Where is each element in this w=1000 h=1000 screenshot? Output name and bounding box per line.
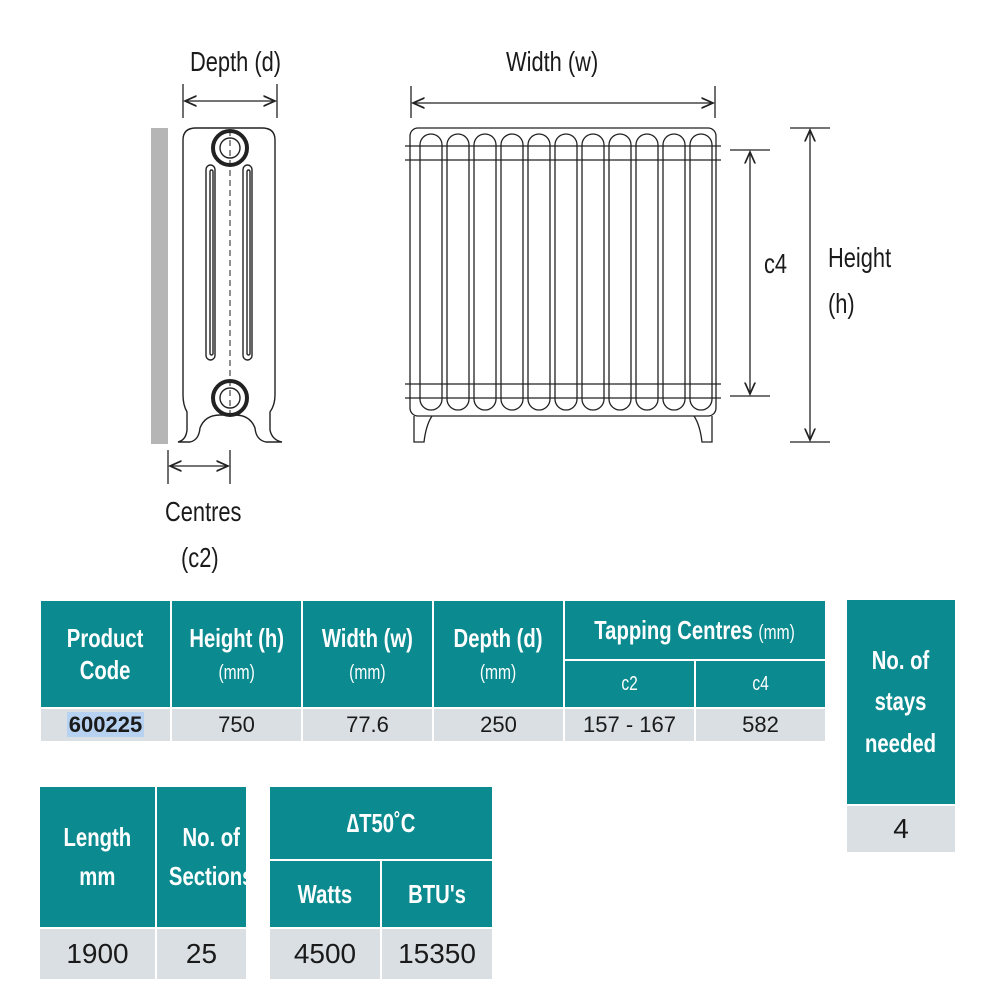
- header-height: Height (h)(mm): [170, 599, 303, 709]
- cell-btu: 15350: [380, 927, 494, 981]
- cell-height: 750: [170, 707, 303, 743]
- header-c4: c4: [693, 659, 828, 709]
- dimension-lines: [167, 84, 830, 484]
- cell-c4: 582: [693, 707, 828, 743]
- centres-sub-label: (c2): [181, 542, 219, 573]
- radiator-drawing: [151, 84, 830, 484]
- cell-depth: 250: [432, 707, 565, 743]
- width-label: Width (w): [506, 46, 599, 77]
- centres-label: Centres: [165, 496, 242, 527]
- cell-product-code: 600225: [39, 707, 172, 743]
- wall: [151, 128, 168, 444]
- header-btu: BTU's: [380, 859, 494, 929]
- cell-sections: 25: [155, 927, 248, 981]
- height-label: Height: [828, 242, 892, 273]
- height-sub-label: (h): [828, 288, 855, 319]
- header-delta-t: ∆T50˚C: [268, 785, 494, 861]
- header-depth: Depth (d)(mm): [432, 599, 565, 709]
- cell-stays: 4: [845, 804, 957, 854]
- header-width: Width (w)(mm): [301, 599, 434, 709]
- c4-label: c4: [764, 248, 788, 279]
- radiator-front-view: [405, 127, 721, 443]
- header-c2: c2: [563, 659, 696, 709]
- radiator-side-view: [177, 127, 283, 443]
- output-table: ∆T50˚C Watts BTU's 4500 15350: [268, 785, 494, 981]
- cell-watts: 4500: [268, 927, 382, 981]
- cell-c2: 157 - 167: [563, 707, 696, 743]
- header-tapping-centres: Tapping Centres (mm): [562, 599, 828, 661]
- depth-label: Depth (d): [190, 46, 282, 77]
- header-watts: Watts: [268, 859, 382, 929]
- cell-width: 77.6: [301, 707, 434, 743]
- cell-length: 1900: [38, 927, 157, 981]
